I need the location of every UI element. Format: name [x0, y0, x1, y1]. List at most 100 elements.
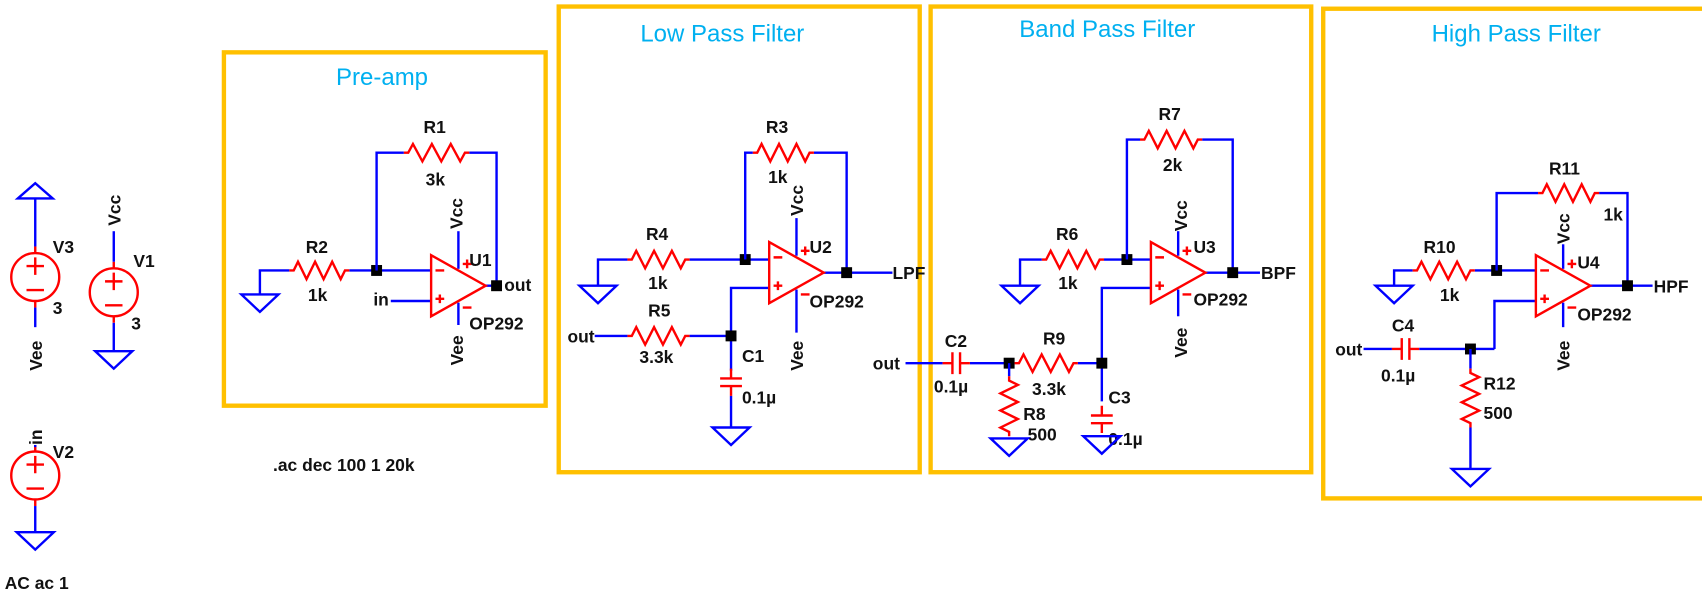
capacitor-C1[interactable]: C10.1µ [720, 346, 776, 408]
label: 2k [1163, 155, 1183, 175]
source-polarity [105, 272, 123, 307]
resistor-R9[interactable]: R93.3k [1014, 329, 1078, 399]
resistor-body [1014, 351, 1078, 375]
wire [1125, 138, 1141, 260]
net-label-out: out [567, 326, 594, 346]
label: R12 [1484, 373, 1516, 393]
resistor-body [1041, 248, 1105, 271]
block-border [928, 4, 1314, 475]
capacitor-body [720, 368, 742, 396]
block-preamp: Pre-amp [221, 50, 548, 408]
block-title: Band Pass Filter [1019, 16, 1195, 43]
net-label-out: out [504, 275, 531, 295]
resistor-body [627, 324, 690, 348]
opamp-triangle [1534, 253, 1593, 319]
net-label-vee: Vee [26, 340, 46, 370]
wire [1018, 258, 1042, 286]
label: 3 [131, 313, 141, 333]
wire [744, 151, 753, 260]
junction-dot [841, 267, 853, 279]
wire [813, 151, 848, 271]
label: C3 [1108, 388, 1131, 408]
capacitor-C2[interactable]: C20.1µ [934, 331, 970, 397]
wire [258, 269, 290, 295]
resistor-R7[interactable]: R7 2k [1140, 104, 1203, 175]
junction-dot [1622, 280, 1633, 292]
label: OP292 [469, 313, 523, 333]
net-label-bpf: BPF [1261, 263, 1296, 283]
block-low-pass: Low Pass Filter [556, 4, 922, 475]
net-label-out: out [873, 354, 900, 374]
net-label-vee: Vee [787, 340, 807, 370]
ground-icon [92, 349, 136, 371]
label: R7 [1159, 104, 1181, 124]
resistor-body [403, 141, 470, 164]
ground-icon [1448, 467, 1493, 489]
label: R1 [423, 117, 446, 137]
capacitor-body [1090, 405, 1113, 433]
wire [1493, 299, 1536, 349]
capacitor-body [942, 352, 970, 375]
label: R3 [766, 117, 789, 137]
net-label-lpf: LPF [892, 263, 925, 283]
label: U2 [810, 237, 832, 257]
junction-dot [739, 254, 751, 266]
junction-dot [1096, 357, 1108, 369]
resistor-body [1140, 128, 1203, 151]
label: 1k [1604, 204, 1624, 224]
label: R5 [648, 300, 671, 320]
ground-icon [238, 293, 282, 314]
capacitor-C3[interactable]: C30.1µ [1090, 388, 1143, 449]
net-label-vee: Vee [1554, 340, 1574, 370]
net-label-vee: Vee [1171, 327, 1191, 357]
wire [729, 286, 770, 371]
opamp-supply-signs [462, 259, 472, 309]
label: U4 [1577, 252, 1600, 272]
capacitor-C4[interactable]: C40.1µ [1381, 316, 1420, 386]
block-border [221, 50, 548, 408]
net-label-hpf: HPF [1654, 276, 1689, 296]
net-label-vcc: Vcc [1554, 213, 1574, 244]
resistor-body [1458, 368, 1482, 428]
label: 1k [1440, 285, 1460, 305]
capacitor-body [1391, 338, 1420, 360]
opamp-supply-signs [1567, 259, 1577, 309]
ground-icon [1080, 435, 1124, 456]
block-high-pass: High Pass Filter [1321, 6, 1702, 501]
ground-icon [13, 531, 57, 552]
junction-dot [725, 330, 737, 342]
net-label-vcc: Vcc [447, 198, 467, 229]
resistor-R11[interactable]: R11 1k [1538, 158, 1623, 224]
block-band-pass: Band Pass Filter [928, 4, 1314, 475]
label: V1 [133, 251, 155, 271]
wire [1202, 138, 1234, 271]
source-polarity [26, 455, 44, 490]
label: 3.3k [1032, 379, 1066, 399]
label: R4 [646, 224, 669, 244]
label: C4 [1392, 316, 1415, 336]
block-title: Pre-amp [336, 64, 428, 91]
resistor-body [1412, 259, 1475, 282]
resistor-R5[interactable]: R53.3k [627, 300, 690, 367]
label: V2 [53, 442, 74, 462]
label: R11 [1549, 158, 1580, 178]
